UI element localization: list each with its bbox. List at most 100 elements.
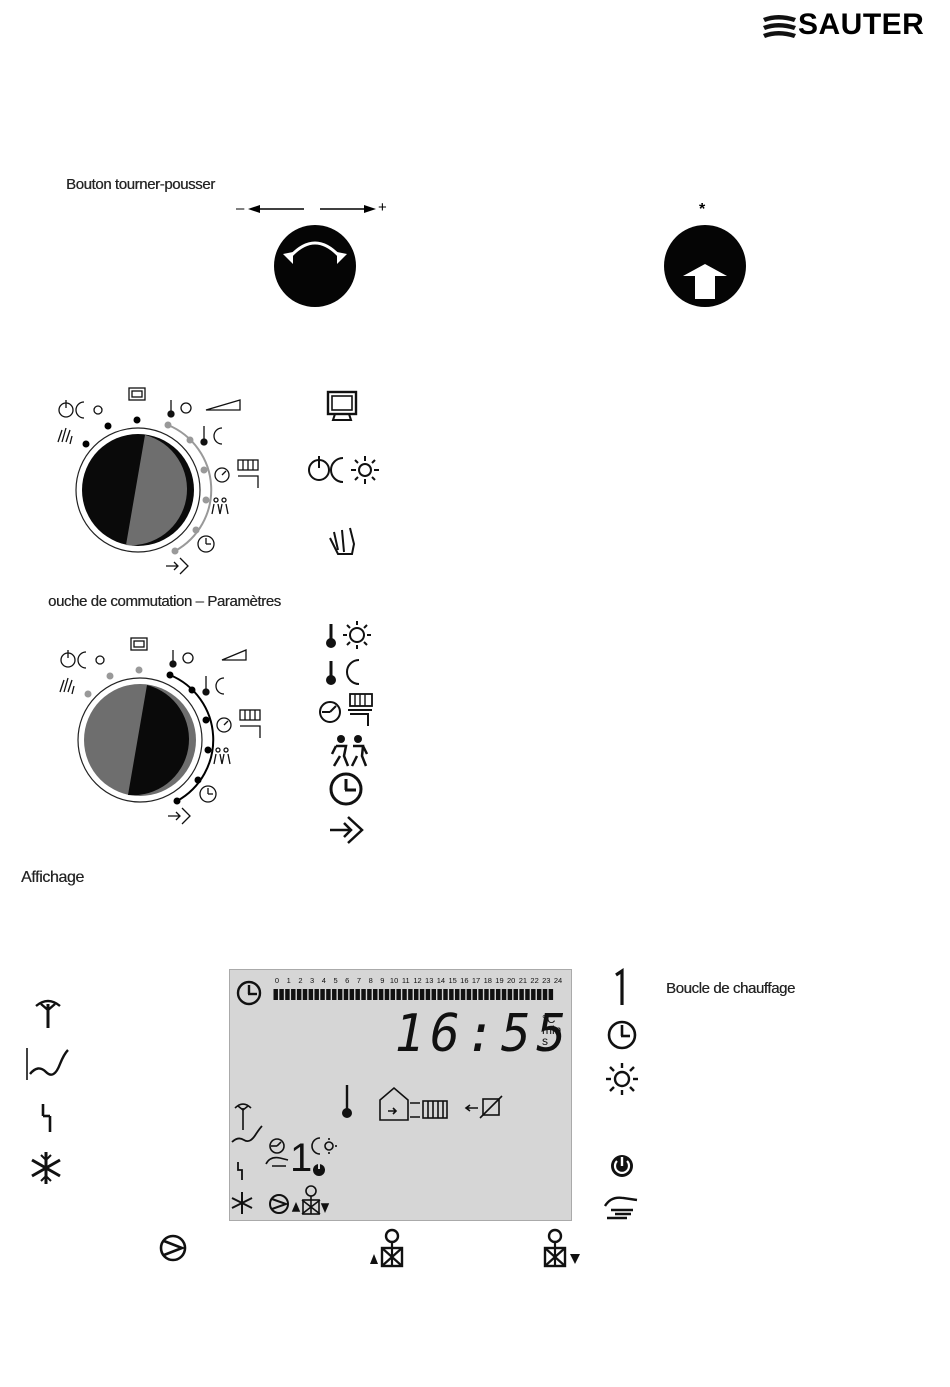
lcd-hour-label: 12 — [413, 976, 421, 985]
lcd-hour-segment — [373, 989, 377, 1000]
lcd-hour-segment — [344, 989, 348, 1000]
lcd-hour-segment — [519, 989, 523, 1000]
plus-sign: + — [378, 199, 387, 216]
brand-logo: SAUTER — [760, 6, 945, 44]
lcd-hour-segment — [332, 989, 336, 1000]
lcd-hour-segment — [473, 989, 477, 1000]
lcd-hour-segment — [303, 989, 307, 1000]
lcd-hour-label: 23 — [542, 976, 550, 985]
lcd-hour-segment — [402, 989, 406, 1000]
rotate-knob[interactable] — [273, 224, 357, 308]
rotary-dial-lower[interactable] — [50, 630, 320, 830]
lcd-hour-segment — [525, 989, 529, 1000]
lcd-hour-label: 14 — [437, 976, 445, 985]
snowflake-icon — [28, 1150, 64, 1186]
lcd-sensor-icon — [238, 1162, 242, 1180]
lcd-hour-segment — [426, 989, 430, 1000]
hand-icon — [603, 1192, 643, 1220]
lcd-hour-label: 2 — [298, 976, 302, 985]
lcd-hour-segment — [309, 989, 313, 1000]
lcd-hour-label: 24 — [554, 976, 562, 985]
lcd-hour-segment — [478, 989, 482, 1000]
standby-moon-sun-icon — [305, 452, 381, 486]
lcd-hour-segment — [408, 989, 412, 1000]
switch-section-label: ouche de commutation – Paramètres — [48, 593, 281, 610]
sun-icon — [605, 1062, 639, 1096]
lcd-hour-segment — [531, 989, 535, 1000]
lcd-hour-segment — [420, 989, 424, 1000]
lcd-hour-label: 20 — [507, 976, 515, 985]
enter-arrow-icon — [328, 814, 368, 846]
lcd-hour-label: 16 — [460, 976, 468, 985]
lcd-hour-segment — [461, 989, 465, 1000]
clock-hotwater-icon — [316, 692, 376, 728]
lcd-hour-segment — [314, 989, 318, 1000]
lcd-thermometer-icon — [342, 1085, 352, 1118]
lcd-hour-label: 17 — [472, 976, 480, 985]
lcd-hour-label: 13 — [425, 976, 433, 985]
lcd-hour-segment — [549, 989, 553, 1000]
lcd-hour-segment — [291, 989, 295, 1000]
antenna-icon — [33, 996, 63, 1030]
lcd-hour-segment — [543, 989, 547, 1000]
minus-sign: – — [236, 200, 244, 217]
lcd-hour-segment — [279, 989, 283, 1000]
lcd-hour-segment — [467, 989, 471, 1000]
lcd-antenna-icon — [235, 1104, 251, 1130]
lcd-hour-segment — [379, 989, 383, 1000]
lcd-moon-sun-icon — [312, 1138, 337, 1154]
display-section-label: Affichage — [21, 869, 84, 887]
rotate-arrows-indicator — [248, 202, 388, 216]
lcd-hour-segment — [396, 989, 400, 1000]
curve-icon — [24, 1046, 72, 1082]
clock-icon — [328, 771, 366, 807]
lcd-hour-segment — [496, 989, 500, 1000]
brand-name: SAUTER — [798, 8, 924, 42]
lcd-hour-label: 19 — [495, 976, 503, 985]
lcd-hour-label: 8 — [369, 976, 373, 985]
lcd-hour-label: 0 — [275, 976, 279, 985]
lcd-hour-segment — [514, 989, 518, 1000]
holiday-people-icon — [330, 734, 370, 768]
lcd-hour-segment — [437, 989, 441, 1000]
lcd-hour-segment — [508, 989, 512, 1000]
lcd-snowflake-icon — [232, 1192, 252, 1214]
rotary-dial-upper[interactable] — [48, 380, 318, 580]
pump-icon — [158, 1233, 190, 1265]
lcd-hour-label: 15 — [448, 976, 456, 985]
lcd-hour-segment — [414, 989, 418, 1000]
lcd-circuit-number: 1 — [290, 1136, 312, 1180]
lcd-fan-icon — [293, 1186, 328, 1214]
lcd-hour-segment — [537, 989, 541, 1000]
lcd-clock-icon — [238, 982, 260, 1004]
thermo-sun-icon — [323, 620, 375, 650]
lcd-hour-label: 9 — [380, 976, 384, 985]
lcd-hour-segment — [297, 989, 301, 1000]
lcd-hour-label: 21 — [519, 976, 527, 985]
lcd-unit-s: s — [542, 1036, 561, 1047]
lcd-hour-label: 1 — [287, 976, 291, 985]
sun-icon-legend-clock — [606, 1019, 638, 1051]
lcd-hour-segment — [484, 989, 488, 1000]
lcd-hour-segment — [455, 989, 459, 1000]
lcd-hour-label: 7 — [357, 976, 361, 985]
lcd-hour-label: 5 — [333, 976, 337, 985]
push-knob[interactable] — [663, 224, 747, 308]
lcd-hour-segment — [449, 989, 453, 1000]
lcd-hour-label: 3 — [310, 976, 314, 985]
lcd-hour-segment — [361, 989, 365, 1000]
lcd-hour-segment — [274, 989, 278, 1000]
push-mark: * — [699, 201, 705, 219]
lcd-hour-label: 10 — [390, 976, 398, 985]
sensor-icon — [38, 1102, 58, 1134]
lcd-hour-segment — [490, 989, 494, 1000]
lcd-hour-label: 11 — [402, 976, 410, 985]
lcd-small-clock-icon — [270, 1139, 284, 1153]
lcd-hour-segment — [432, 989, 436, 1000]
knob-section-label: Bouton tourner-pousser — [66, 176, 215, 193]
lcd-hour-label: 6 — [345, 976, 349, 985]
lcd-curve-icon — [232, 1126, 262, 1142]
lcd-hour-segment — [326, 989, 330, 1000]
